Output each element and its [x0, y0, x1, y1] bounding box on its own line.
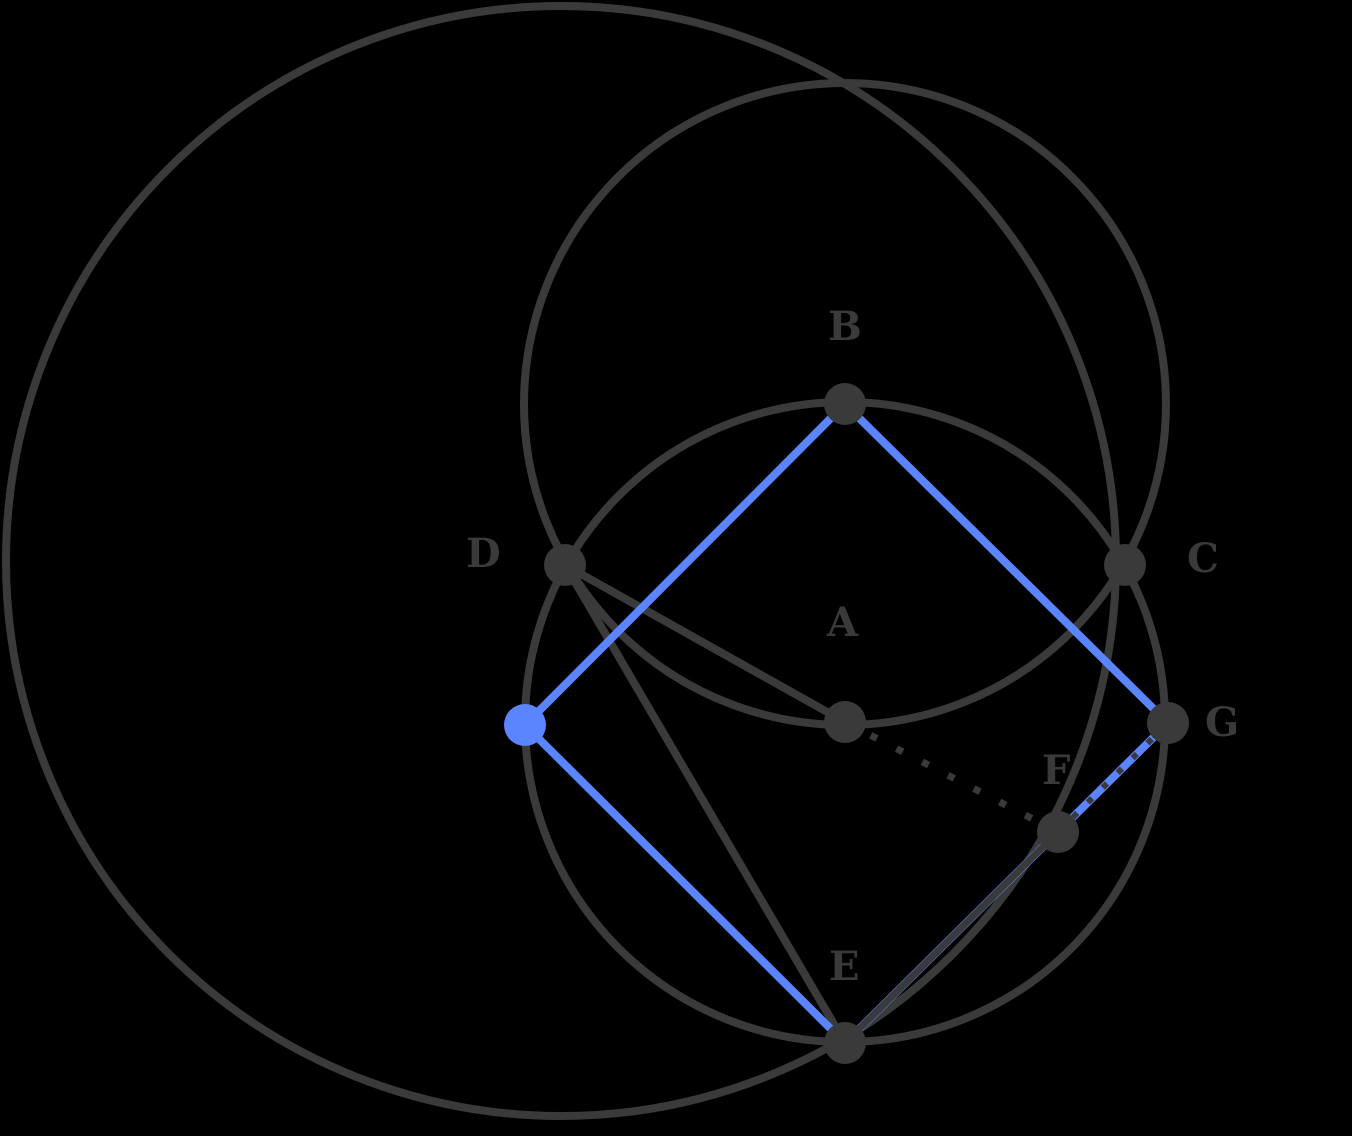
dotted-f-g [1055, 720, 1171, 835]
label-d: D [466, 530, 501, 577]
point-p-blue[interactable] [504, 704, 546, 746]
point-d[interactable] [544, 544, 586, 586]
label-b: B [828, 303, 862, 350]
point-e[interactable] [824, 1022, 866, 1064]
segment-d-e [561, 562, 849, 1046]
point-c[interactable] [1104, 544, 1146, 586]
segment-b-p [522, 401, 848, 728]
point-g[interactable] [1147, 702, 1189, 744]
segment-d-a [563, 561, 847, 726]
label-c: C [1187, 535, 1219, 582]
dotted-a-f [843, 718, 1060, 836]
label-g: G [1205, 699, 1239, 746]
point-f[interactable] [1037, 811, 1079, 853]
label-f: F [1042, 747, 1070, 794]
point-b[interactable] [824, 383, 866, 425]
label-e: E [829, 943, 860, 990]
label-a: A [826, 599, 859, 646]
segment-b-c [842, 401, 1171, 726]
segment-p-e [522, 722, 848, 1046]
segment-e-f [842, 829, 1061, 1046]
point-a[interactable] [824, 701, 866, 743]
